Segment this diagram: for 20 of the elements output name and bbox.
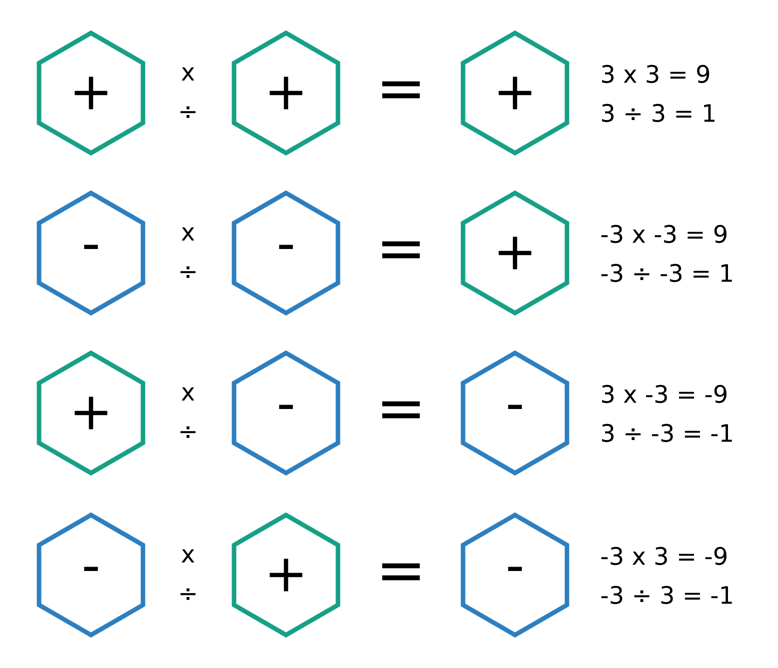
equation: -3 ÷ 3 = -1 [601, 586, 732, 604]
equation: 3 x 3 = 9 [602, 64, 710, 84]
operator: x [182, 227, 194, 241]
equals-sign: = [382, 241, 420, 258]
equation: -3 ÷ -3 = 1 [601, 264, 732, 282]
equation: -3 x -3 = 9 [601, 224, 726, 244]
equals-sign: = [382, 563, 420, 580]
operator: ÷ [180, 106, 196, 118]
operator: ÷ [180, 588, 196, 600]
operator: x [182, 549, 194, 563]
operator: x [182, 67, 194, 81]
equation: 3 ÷ -3 = -1 [602, 424, 732, 442]
operator: x [182, 387, 194, 401]
operator: ÷ [180, 426, 196, 438]
equation: 3 x -3 = -9 [602, 384, 726, 404]
equals-sign: = [382, 401, 420, 418]
equation: -3 x 3 = -9 [601, 546, 726, 566]
equals-sign: = [382, 81, 420, 98]
equation: 3 ÷ 3 = 1 [602, 104, 714, 122]
operator: ÷ [180, 266, 196, 278]
